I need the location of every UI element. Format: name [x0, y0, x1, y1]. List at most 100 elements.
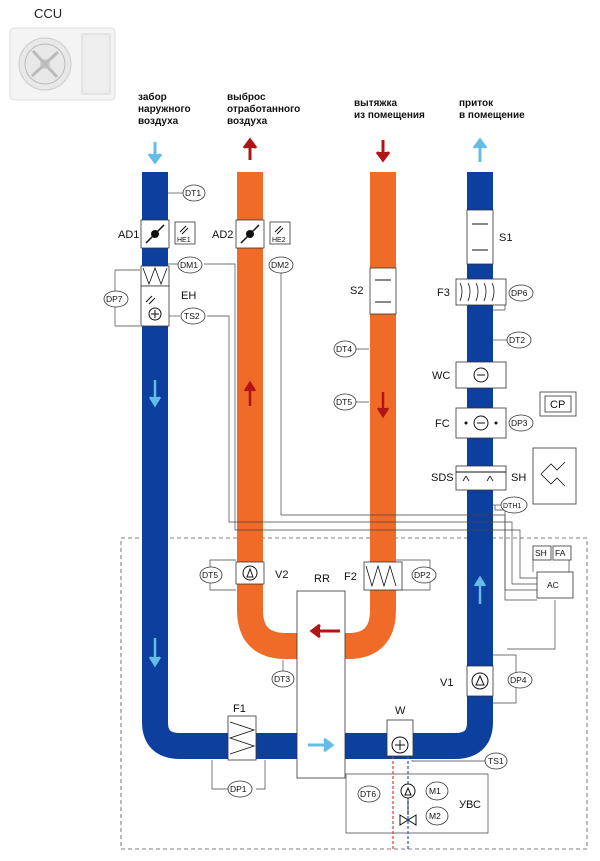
- svg-text:DP4: DP4: [510, 675, 527, 685]
- sensor-dp6: DP6: [508, 284, 534, 302]
- filter-eh: [140, 265, 170, 287]
- mixing-unit-uvs: УВС DT6 M1 M2: [357, 781, 481, 826]
- svg-text:наружного: наружного: [138, 104, 191, 115]
- svg-text:HE1: HE1: [177, 237, 191, 244]
- svg-text:WC: WC: [432, 370, 450, 382]
- sensor-dth1: DTH1: [500, 496, 528, 514]
- svg-text:DP3: DP3: [511, 418, 528, 428]
- svg-text:S1: S1: [499, 232, 512, 244]
- svg-text:DP6: DP6: [511, 288, 528, 298]
- sensor-dt3: DT3: [271, 670, 295, 688]
- svg-text:в помещение: в помещение: [459, 110, 525, 121]
- svg-text:воздуха: воздуха: [227, 116, 268, 127]
- svg-text:забор: забор: [138, 91, 167, 103]
- svg-text:DT5: DT5: [202, 570, 218, 580]
- svg-text:DP1: DP1: [230, 784, 247, 794]
- rr-label: RR: [314, 573, 330, 585]
- svg-text:SH: SH: [511, 472, 526, 484]
- sensor-dt6: DT6: [360, 789, 376, 799]
- sensor-dt5-extract: DT5: [333, 393, 357, 411]
- sensor-dp1: DP1: [227, 780, 253, 798]
- svg-text:HE2: HE2: [272, 237, 286, 244]
- svg-text:воздуха: воздуха: [138, 116, 179, 127]
- heater-eh: EH: [140, 285, 196, 327]
- svg-text:DT4: DT4: [336, 344, 352, 354]
- svg-text:TS2: TS2: [184, 311, 200, 321]
- sensor-dt1: DT1: [182, 184, 206, 202]
- svg-text:DTH1: DTH1: [503, 503, 521, 510]
- automation-controller-ac: SH FA AC: [532, 545, 574, 599]
- svg-text:F3: F3: [437, 287, 450, 299]
- recuperator-rr: [296, 590, 346, 779]
- flow-arrow-icon: [376, 392, 390, 419]
- flow-arrow-icon: [148, 380, 162, 408]
- svg-text:DT1: DT1: [185, 188, 201, 198]
- sensor-dt2: DT2: [506, 331, 532, 349]
- svg-text:W: W: [395, 705, 406, 717]
- svg-text:DP7: DP7: [106, 294, 123, 304]
- flow-arrow-icon: [148, 638, 162, 668]
- svg-text:TS1: TS1: [488, 756, 504, 766]
- duct-symbol: [532, 447, 577, 505]
- supply-arrow-icon: [472, 137, 488, 162]
- sensor-dp3: DP3: [508, 414, 534, 432]
- actuator-he1: HE1: [174, 221, 196, 245]
- svg-text:V2: V2: [275, 569, 288, 581]
- header-supply: приток в помещение: [459, 98, 525, 121]
- svg-text:AD1: AD1: [118, 229, 139, 241]
- svg-text:CP: CP: [550, 399, 565, 411]
- silencer-s2: S2: [350, 267, 397, 315]
- svg-text:приток: приток: [459, 98, 494, 109]
- svg-text:EH: EH: [181, 290, 196, 302]
- svg-text:AC: AC: [547, 580, 559, 590]
- sensor-dt5-fan: DT5: [199, 566, 223, 584]
- svg-text:вытяжка: вытяжка: [354, 98, 398, 109]
- svg-text:УВС: УВС: [459, 799, 481, 811]
- intake-arrow-icon: [147, 142, 163, 165]
- header-exhaust: выброс отработанного воздуха: [227, 91, 300, 127]
- svg-text:FA: FA: [555, 548, 566, 558]
- sensor-dp2: DP2: [411, 566, 437, 584]
- sensor-ts2: TS2: [180, 307, 206, 325]
- svg-text:DP2: DP2: [414, 570, 431, 580]
- water-heater-w: W: [386, 705, 414, 757]
- ccu-label: CCU: [34, 6, 62, 21]
- exhaust-arrow-icon: [242, 137, 258, 160]
- svg-text:SH: SH: [535, 548, 547, 558]
- svg-text:SDS: SDS: [431, 472, 454, 484]
- actuator-he2: HE2: [269, 221, 291, 245]
- svg-text:AD2: AD2: [212, 229, 233, 241]
- damper-ad2: AD2: [212, 219, 265, 249]
- flow-arrow-icon: [243, 380, 257, 406]
- unit-boundary: [120, 537, 588, 850]
- wiring: [114, 192, 570, 850]
- motor-m1: M1: [429, 786, 441, 796]
- sensor-dt4: DT4: [333, 340, 357, 358]
- svg-text:DM1: DM1: [180, 260, 198, 270]
- svg-text:FC: FC: [435, 418, 450, 430]
- flow-arrow-icon: [473, 575, 487, 604]
- motor-m2: M2: [429, 811, 441, 821]
- control-panel-cp: CP: [539, 391, 577, 417]
- extract-arrow-icon: [375, 140, 391, 163]
- svg-text:S2: S2: [350, 285, 363, 297]
- rr-supply-arrow-icon: [308, 737, 335, 753]
- filter-f3: F3: [437, 278, 507, 306]
- fan-v2: V2: [235, 561, 288, 585]
- svg-text:V1: V1: [440, 677, 453, 689]
- header-intake: забор наружного воздуха: [138, 91, 191, 127]
- smoke-detector-sds: SDS SH: [431, 465, 526, 491]
- coil-fc: FC: [435, 407, 507, 439]
- rr-return-arrow-icon: [309, 623, 340, 639]
- header-extract: вытяжка из помещения: [354, 98, 425, 121]
- svg-text:DM2: DM2: [271, 260, 289, 270]
- sensor-dm1: DM1: [177, 256, 203, 274]
- silencer-s1: S1: [466, 209, 512, 265]
- cooler-wc: WC: [432, 361, 507, 389]
- svg-text:выброс: выброс: [227, 91, 266, 103]
- svg-text:отработанного: отработанного: [227, 103, 300, 115]
- svg-text:DT3: DT3: [274, 674, 290, 684]
- ccu-unit: CCU: [9, 6, 116, 101]
- svg-text:DT5: DT5: [336, 397, 352, 407]
